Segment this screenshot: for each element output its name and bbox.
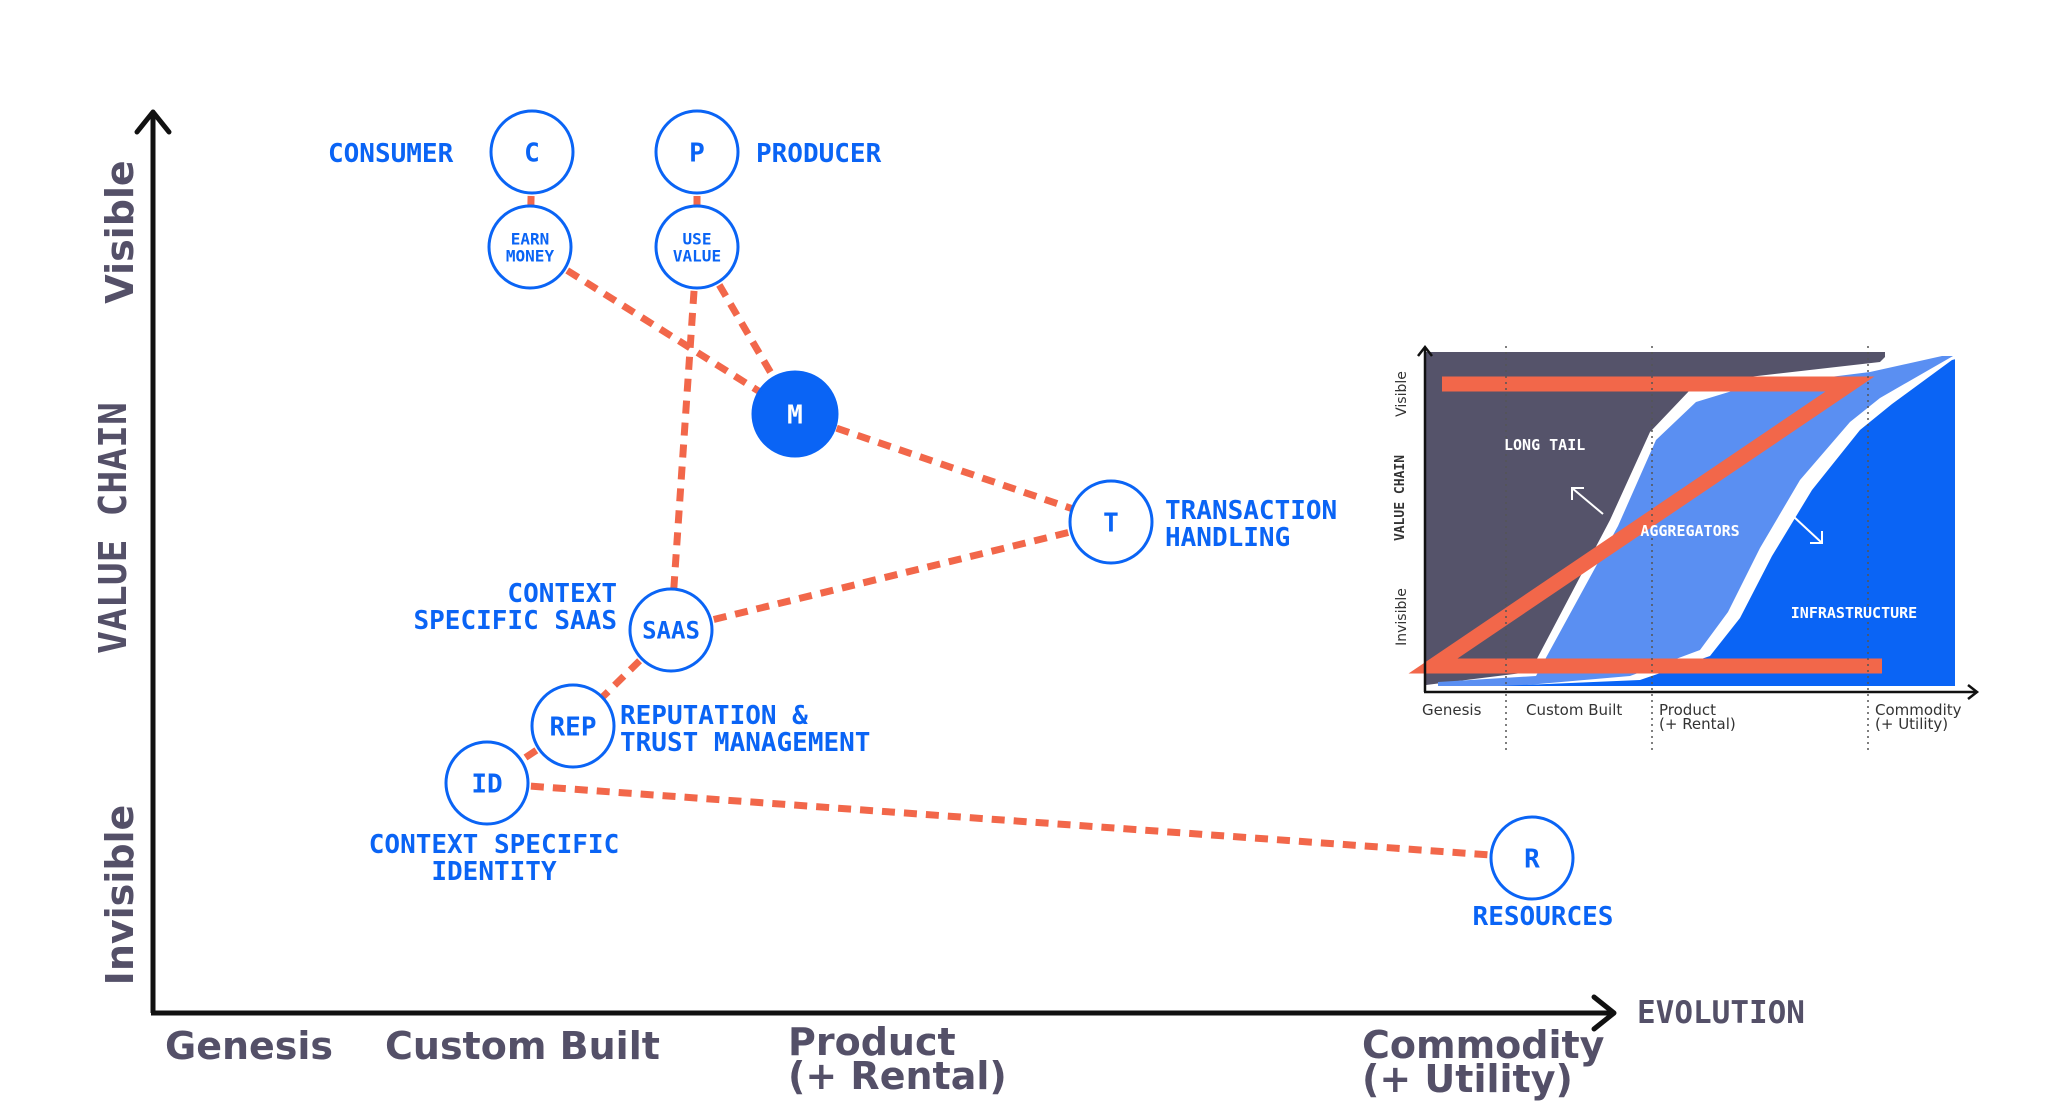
- inset-x-stage-label: Custom Built: [1526, 701, 1622, 719]
- y-axis-invisible-label: Invisible: [98, 805, 142, 986]
- node-earn-money-abbr: MONEY: [506, 246, 555, 265]
- node-marketplace[interactable]: M: [751, 370, 839, 458]
- inset-y-title: VALUE CHAIN: [1393, 455, 1408, 541]
- node-producer-abbr: P: [689, 138, 705, 168]
- node-rep-abbr: REP: [550, 712, 597, 742]
- node-marketplace-circle[interactable]: [751, 370, 839, 458]
- inset-y-visible-label: Visible: [1394, 371, 1410, 417]
- y-axis-visible-label: Visible: [98, 160, 142, 303]
- node-earn-money-abbr: EARN: [511, 229, 550, 248]
- node-producer-label: PRODUCER: [756, 139, 882, 169]
- x-axis-stage-labels: Genesis Custom Built Product(+ Rental) Comm…: [165, 1020, 1605, 1101]
- y-axis-arrow: [134, 109, 172, 135]
- inset-infrastructure-label: INFRASTRUCTURE: [1791, 604, 1917, 622]
- node-marketplace-abbr: M: [787, 400, 803, 430]
- link-identity-resources: [486, 779, 1533, 862]
- inset-x-stage-label: Genesis: [1422, 701, 1482, 719]
- node-transaction-abbr: T: [1103, 508, 1119, 538]
- x-stage-label: (+ Rental): [788, 1054, 1007, 1098]
- link-saas-transaction: [670, 518, 1112, 634]
- node-rep[interactable]: REP REPUTATION &TRUST MANAGEMENT: [530, 683, 870, 769]
- node-identity-label: CONTEXT SPECIFIC: [369, 830, 619, 860]
- inset-x-stage-label: Product: [1659, 701, 1716, 719]
- x-stage-label: Commodity: [1362, 1023, 1605, 1067]
- node-identity-label: IDENTITY: [431, 857, 557, 887]
- link-earn-money-marketplace: [528, 244, 797, 417]
- y-axis-title: VALUE CHAIN: [91, 402, 135, 654]
- node-identity-abbr: ID: [471, 769, 502, 799]
- node-resources-label: RESOURCES: [1473, 902, 1614, 932]
- x-stage-label: Product: [788, 1020, 956, 1064]
- inset-y-invisible-label: Invisible: [1394, 588, 1410, 646]
- inset-long-tail-label: LONG TAIL: [1504, 436, 1585, 454]
- x-axis-title: EVOLUTION: [1637, 995, 1805, 1031]
- node-consumer-label: CONSUMER: [328, 139, 454, 169]
- node-producer-circle[interactable]: [654, 109, 740, 195]
- node-producer[interactable]: P PRODUCER: [654, 109, 882, 195]
- node-transaction-label: TRANSACTION: [1165, 496, 1337, 526]
- node-use-value-circle[interactable]: [654, 204, 740, 290]
- node-consumer-abbr: C: [524, 138, 540, 168]
- node-saas-label: CONTEXT: [507, 579, 617, 609]
- node-saas-label: SPECIFIC SAAS: [414, 606, 618, 636]
- inset-x-stage-label: (+ Rental): [1659, 715, 1736, 733]
- inset-aggregators-label: AGGREGATORS: [1640, 522, 1739, 540]
- inset-x-stage-label: (+ Utility): [1875, 715, 1948, 733]
- link-use-value-saas: [667, 246, 701, 631]
- inset-evolution-chart: Visible Invisible VALUE CHAIN LONG TAIL …: [1393, 344, 1980, 752]
- x-axis-arrow: [1591, 994, 1617, 1032]
- inset-arrow-left: [1571, 487, 1604, 515]
- inset-x-stage-labels: Genesis Custom Built Product(+ Rental) Comm…: [1422, 701, 1962, 733]
- node-rep-label: REPUTATION &: [620, 701, 808, 731]
- inset-infrastructure-region: [1500, 359, 1955, 686]
- node-identity-circle[interactable]: [444, 740, 530, 826]
- node-resources-circle[interactable]: [1489, 815, 1575, 901]
- node-consumer[interactable]: C CONSUMER: [328, 109, 575, 195]
- node-use-value-abbr: USE: [683, 229, 712, 248]
- node-earn-money-circle[interactable]: [487, 204, 573, 290]
- x-stage-label: Custom Built: [385, 1024, 660, 1068]
- node-transaction-circle[interactable]: [1068, 479, 1154, 565]
- node-use-value-abbr: VALUE: [673, 246, 721, 265]
- link-rep-identity: [485, 723, 575, 786]
- node-transaction-label: HANDLING: [1165, 523, 1290, 553]
- link-consumer-earn-money: [526, 151, 536, 248]
- node-rep-circle[interactable]: [530, 683, 616, 769]
- node-resources-abbr: R: [1524, 844, 1540, 874]
- link-marketplace-transaction: [793, 410, 1113, 526]
- inset-arrow-right: [1793, 516, 1823, 544]
- node-consumer-circle[interactable]: [489, 109, 575, 195]
- main-axes: Visible Invisible VALUE CHAIN EVOLUTION …: [91, 109, 1805, 1101]
- node-saas-abbr: SAAS: [642, 617, 700, 645]
- value-chain-links: [485, 151, 1533, 862]
- node-resources[interactable]: R RESOURCES: [1473, 815, 1614, 932]
- node-saas-circle[interactable]: [628, 587, 714, 673]
- inset-x-stage-label: Commodity: [1875, 701, 1962, 719]
- x-stage-label: Genesis: [165, 1024, 333, 1068]
- x-stage-label: (+ Utility): [1362, 1057, 1573, 1101]
- node-rep-label: TRUST MANAGEMENT: [620, 728, 870, 758]
- inset-z-path: [1408, 376, 1882, 674]
